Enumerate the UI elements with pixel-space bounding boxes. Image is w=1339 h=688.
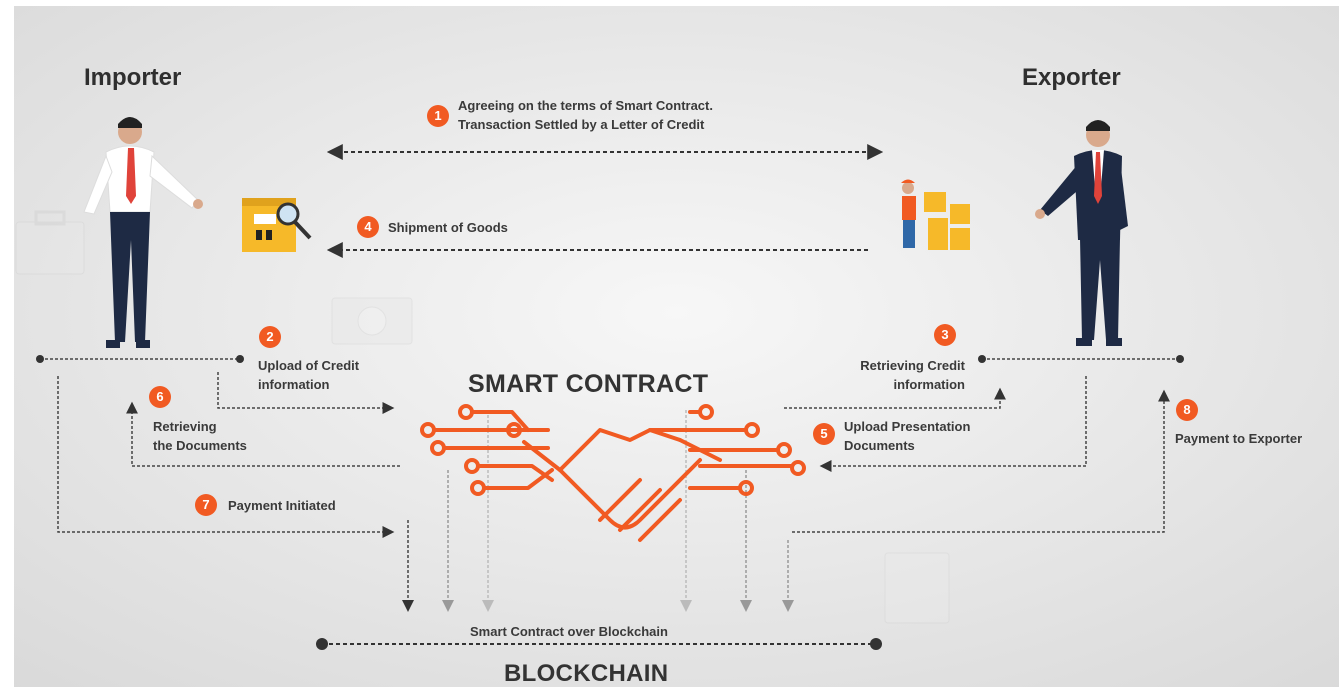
step-4-label: Shipment of Goods	[388, 220, 508, 235]
arrow-step8-payment	[792, 389, 1170, 533]
warehouse-worker-icon	[901, 179, 970, 250]
person-importer-icon	[83, 117, 203, 348]
step-5-badge: 5	[813, 423, 835, 445]
step-8-label: Payment to Exporter	[1175, 431, 1303, 446]
step-6-label-line1: Retrieving	[153, 419, 217, 434]
blockchain-line-label: Smart Contract over Blockchain	[470, 624, 668, 639]
blockchain-drop-lines	[402, 410, 794, 612]
handshake-circuit-icon	[420, 404, 806, 542]
step-1-label-line2: Transaction Settled by a Letter of Credi…	[458, 117, 705, 132]
step-2-badge: 2	[259, 326, 281, 348]
step-3-label-line2: information	[893, 377, 966, 392]
importer-baseline	[36, 355, 244, 363]
step-8-badge: 8	[1176, 399, 1198, 421]
step-5-label-line2: Documents	[844, 438, 915, 453]
step-1-label-line1: Agreeing on the terms of Smart Contract.	[458, 98, 713, 113]
blockchain-line	[316, 638, 882, 650]
exporter-baseline	[978, 355, 1184, 363]
exporter-title: Exporter	[1022, 64, 1121, 91]
money-icon	[331, 297, 413, 345]
blockchain-title: BLOCKCHAIN	[504, 660, 669, 687]
smart-contract-title: SMART CONTRACT	[468, 370, 709, 398]
person-exporter-icon	[1035, 120, 1128, 346]
briefcase-icon	[15, 210, 85, 275]
step-3-badge: 3	[934, 324, 956, 346]
step-6-label-line2: the Documents	[153, 438, 247, 453]
arrow-step7-payment	[57, 376, 395, 538]
arrow-step3-retrieve	[784, 387, 1006, 409]
step-6-badge: 6	[149, 386, 171, 408]
step-3-label-line1: Retrieving Credit	[860, 358, 965, 373]
step-2-label-line1: Upload of Credit	[258, 358, 360, 373]
background-gradient	[14, 6, 1339, 687]
step-5-label-line1: Upload Presentation	[844, 419, 971, 434]
step-7-badge: 7	[195, 494, 217, 516]
arrow-step6-retrieve	[126, 401, 400, 467]
package-inspect-icon	[242, 198, 312, 252]
step-7-label: Payment Initiated	[228, 498, 336, 513]
arrow-step2-upload	[217, 372, 395, 414]
step-1-badge: 1	[427, 105, 449, 127]
step-4-badge: 4	[357, 216, 379, 238]
document-icon	[884, 552, 950, 624]
arrow-step5-upload	[819, 376, 1087, 472]
importer-title: Importer	[84, 64, 182, 91]
step-2-label-line2: information	[258, 377, 330, 392]
